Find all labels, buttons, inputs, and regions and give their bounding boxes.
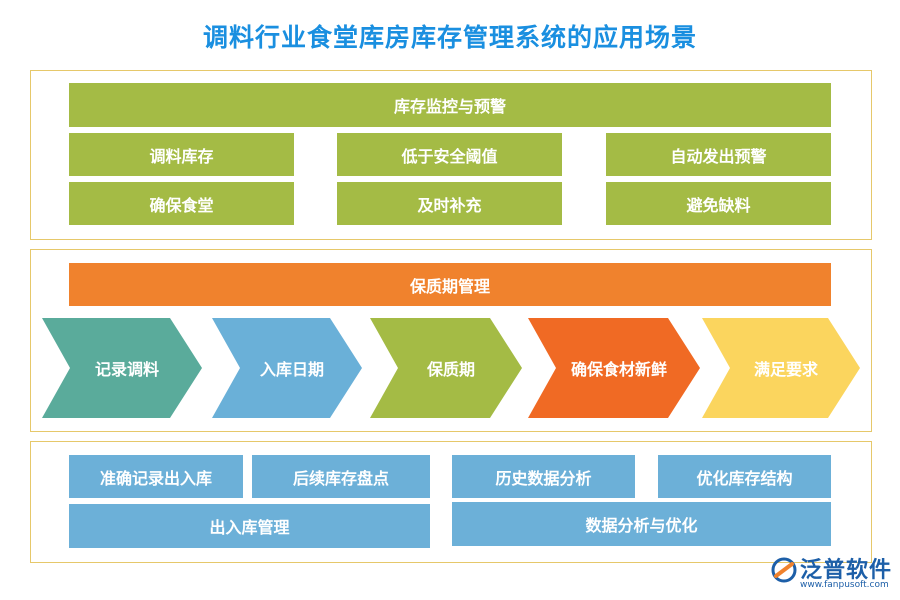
step-2-label: 入库日期 (259, 360, 324, 379)
section1-cell-3: 自动发出预警 (606, 133, 831, 176)
step-5: 满足要求 (702, 318, 860, 418)
step-3-shape (370, 318, 522, 418)
step-5-label: 满足要求 (753, 360, 818, 379)
right-item-1: 历史数据分析 (452, 455, 635, 498)
step-2: 入库日期 (212, 318, 362, 418)
section2-header: 保质期管理 (69, 263, 831, 306)
section1-cell-5: 及时补充 (337, 182, 562, 225)
section1-cell-4: 确保食堂 (69, 182, 294, 225)
section1-cell-2: 低于安全阈值 (337, 133, 562, 176)
right-item-2: 优化库存结构 (658, 455, 831, 498)
left-footer: 出入库管理 (69, 504, 430, 548)
step-4-arrow (528, 318, 700, 418)
step-3: 保质期 (370, 318, 522, 418)
step-2-arrow (212, 318, 362, 418)
step-5-shape (702, 318, 860, 418)
logo-url: www.fanpusoft.com (800, 580, 889, 590)
page-title: 调料行业食堂库房库存管理系统的应用场景 (202, 23, 697, 52)
step-4-shape (528, 318, 700, 418)
logo-name: 泛普软件 (800, 558, 893, 583)
step-1-arrow (42, 318, 202, 418)
right-footer: 数据分析与优化 (452, 502, 831, 546)
step-3-arrow (370, 318, 522, 418)
logo-icon (771, 557, 797, 583)
step-1-shape (42, 318, 202, 418)
step-3-label: 保质期 (426, 360, 475, 379)
section1-header: 库存监控与预警 (69, 83, 831, 127)
step-5-arrow (702, 318, 860, 418)
section1-cell-1: 调料库存 (69, 133, 294, 176)
brand-logo: 泛普软件 www.fanpusoft.com (770, 552, 895, 594)
step-1-label: 记录调料 (94, 360, 159, 379)
step-2-shape (212, 318, 362, 418)
step-4-label: 确保食材新鲜 (570, 360, 667, 379)
step-1: 记录调料 (42, 318, 202, 418)
step-4: 确保食材新鲜 (528, 318, 700, 418)
section1-cell-6: 避免缺料 (606, 182, 831, 225)
left-item-1: 准确记录出入库 (69, 455, 243, 498)
left-item-2: 后续库存盘点 (252, 455, 430, 498)
